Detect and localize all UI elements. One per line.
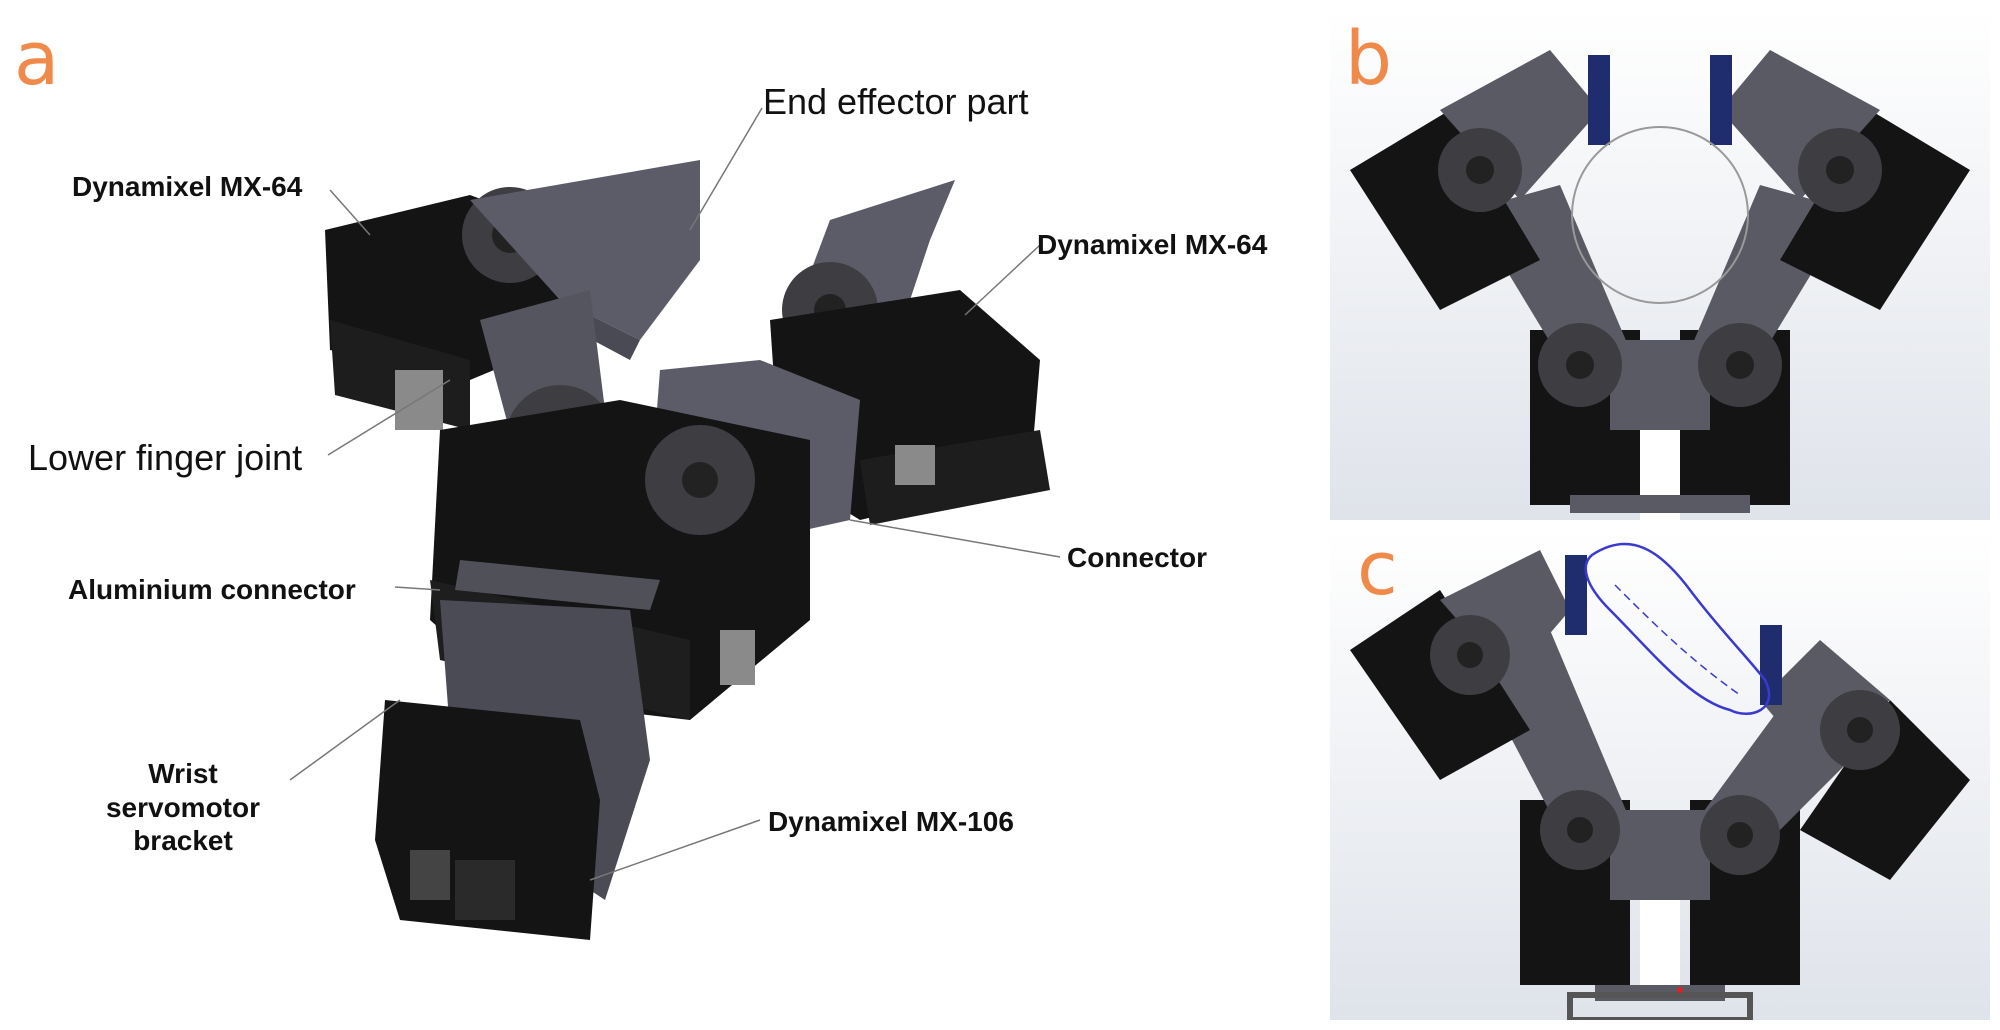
- leader-lines: [289, 107, 1061, 881]
- label-aluminium-connector: Aluminium connector: [68, 574, 356, 605]
- aluminium-connector: [455, 560, 660, 610]
- label-lower-finger-joint: Lower finger joint: [28, 437, 303, 478]
- label-wrist-servomotor-bracket: Wrist servomotor bracket: [105, 758, 261, 857]
- upper-servo-right: [1780, 110, 1970, 310]
- servo-wrist-mx106: [375, 700, 600, 940]
- label-dynamixel-mx106: Dynamixel MX-106: [768, 806, 1014, 837]
- label-connector: Connector: [1067, 542, 1207, 573]
- panel-c-illustration: [1330, 530, 1990, 1020]
- grasped-object-circle: [1571, 126, 1749, 304]
- label-dynamixel-mx64-right: Dynamixel MX-64: [1037, 229, 1268, 260]
- grip-pad-right: [1710, 55, 1732, 145]
- end-effector-part: [470, 160, 700, 340]
- label-end-effector-part: End effector part: [763, 81, 1029, 122]
- grip-pad-left: [1588, 55, 1610, 145]
- panel-a-illustration: [289, 107, 1061, 940]
- panel-label-a: a: [14, 16, 60, 102]
- panel-label-b: b: [1345, 16, 1392, 102]
- label-dynamixel-mx64-left: Dynamixel MX-64: [72, 171, 303, 202]
- upper-servo-left: [1350, 110, 1540, 310]
- panel-b-illustration: [1330, 10, 1990, 520]
- object-trajectory: [1584, 542, 1771, 715]
- panel-label-c: c: [1357, 526, 1398, 612]
